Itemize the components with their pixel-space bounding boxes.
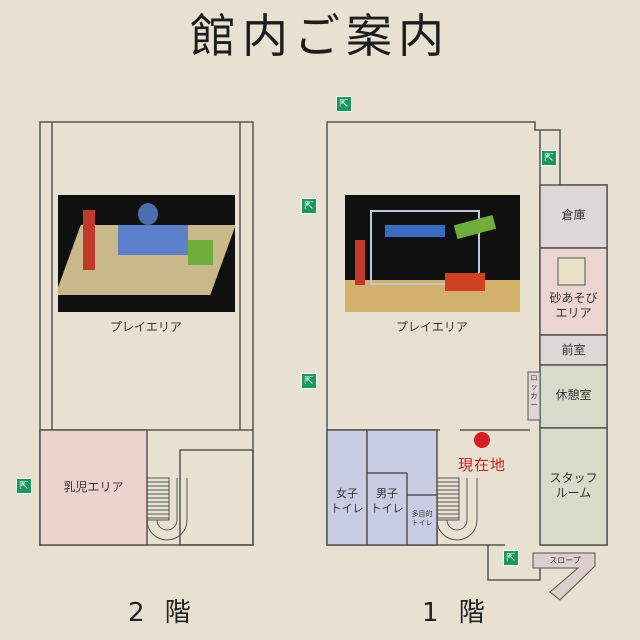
second-floor-label: 2 階 (128, 598, 197, 628)
second-floor-play-area-label: プレイエリア (110, 320, 182, 334)
slope-label: スロープ (549, 556, 581, 565)
womens-toilet-room (326, 429, 368, 546)
sand-play-label: 砂あそび エリア (549, 291, 598, 320)
locker-label: ロッカー (530, 374, 538, 409)
mens-toilet-label: 男子 トイレ (370, 487, 404, 515)
slope (532, 552, 596, 601)
staff-room-label: スタッフ ルーム (549, 471, 598, 500)
second-floor-play-area-photo (58, 195, 235, 312)
first-floor-stairs (436, 477, 478, 541)
current-location-label: 現在地 (457, 456, 506, 474)
first-floor-play-area-photo (345, 195, 520, 312)
emergency-exit-icon: ⇱ (336, 96, 352, 112)
current-location-marker (474, 432, 490, 448)
lounge-room (539, 364, 608, 429)
lounge-label: 休憩室 (555, 388, 592, 402)
baby-area-room (39, 429, 148, 546)
baby-area-label: 乳児エリア (63, 480, 124, 494)
locker (527, 371, 541, 421)
emergency-exit-icon: ⇱ (301, 198, 317, 214)
anteroom-label: 前室 (561, 343, 586, 357)
emergency-exit-icon: ⇱ (16, 478, 32, 494)
womens-toilet-label: 女子 トイレ (330, 487, 364, 515)
storage-room (539, 184, 608, 249)
second-floor-stairs (146, 477, 188, 541)
page-title: 館内ご案内 (190, 9, 450, 63)
emergency-exit-icon: ⇱ (541, 150, 557, 166)
staff-room (539, 427, 608, 546)
multipurpose-toilet-label: 多目的 トイレ (411, 510, 433, 527)
anteroom (539, 334, 608, 366)
first-floor-label: 1 階 (422, 598, 491, 628)
first-floor-play-area-label: プレイエリア (396, 320, 468, 334)
emergency-exit-icon: ⇱ (301, 373, 317, 389)
storage-label: 倉庫 (561, 208, 586, 222)
emergency-exit-icon: ⇱ (503, 550, 519, 566)
sandbox (557, 257, 586, 286)
